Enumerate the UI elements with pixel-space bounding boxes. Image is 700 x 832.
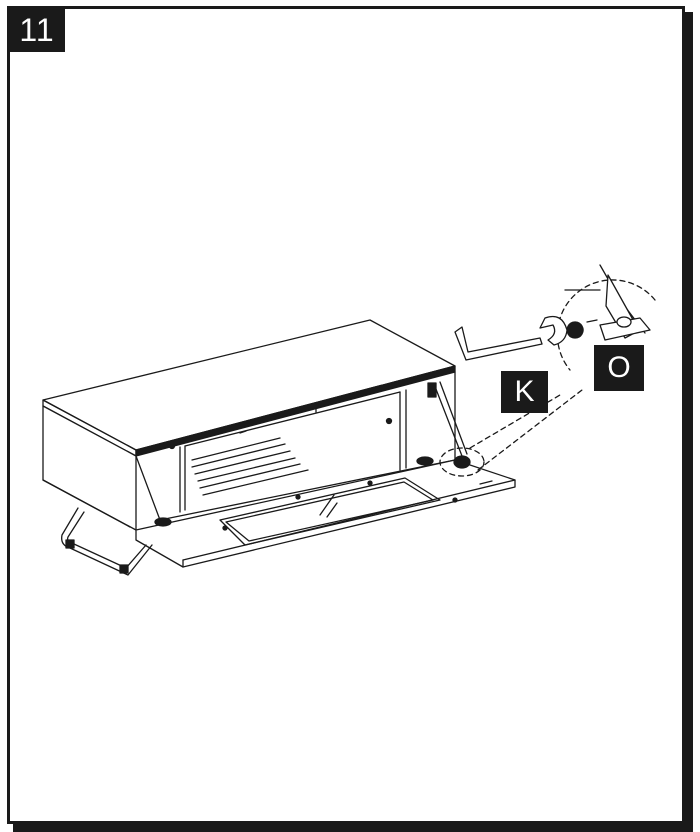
step-number-badge: 11 xyxy=(9,8,65,52)
part-label-k: K xyxy=(501,371,548,413)
callout-lines xyxy=(439,389,583,477)
detail-circle xyxy=(556,264,656,371)
frame-shadow-bottom xyxy=(13,824,693,832)
part-label-o: O xyxy=(594,345,644,391)
instruction-frame xyxy=(7,6,685,824)
cabinet-legs xyxy=(61,507,153,576)
stay-arm xyxy=(427,381,471,469)
allen-key-icon xyxy=(454,326,543,361)
frame-shadow-right xyxy=(685,12,693,830)
cup-washer-icon xyxy=(539,315,568,346)
